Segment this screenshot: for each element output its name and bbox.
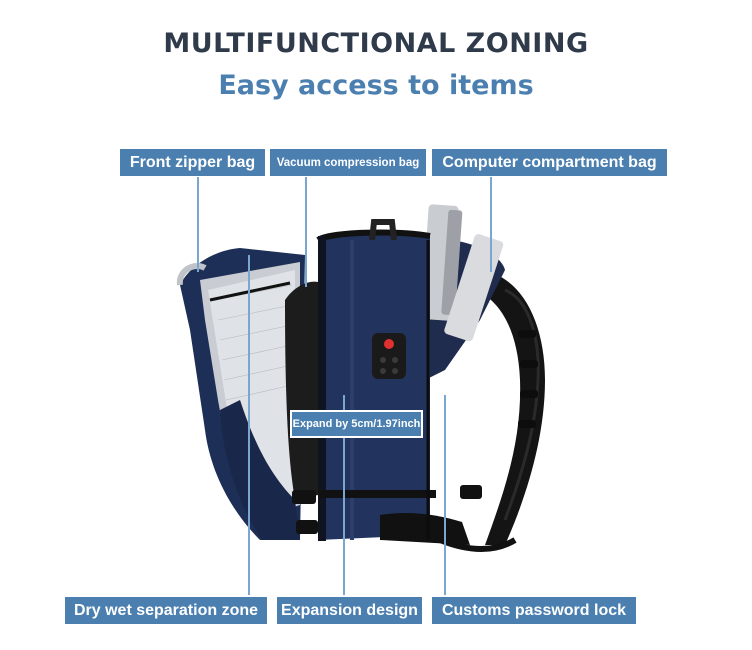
leader-line-expansion xyxy=(343,395,345,595)
top-handle xyxy=(369,219,397,241)
label-vacuum-compression-bag: Vacuum compression bag xyxy=(270,149,426,176)
label-expand-size: Expand by 5cm/1.97inch xyxy=(290,410,423,438)
main-body xyxy=(318,232,430,540)
label-expansion-design: Expansion design xyxy=(277,597,422,624)
page-title: MULTIFUNCTIONAL ZONING xyxy=(163,28,589,59)
shoulder-strap xyxy=(475,270,545,545)
leader-line-customs xyxy=(444,395,446,595)
leader-line-front-zipper xyxy=(197,177,199,272)
laptop xyxy=(421,204,504,342)
label-dry-wet-separation-zone: Dry wet separation zone xyxy=(65,597,267,624)
leader-line-dry-wet xyxy=(248,255,250,595)
label-front-zipper-bag: Front zipper bag xyxy=(120,149,265,176)
vacuum-compression-panel xyxy=(285,281,318,500)
label-customs-password-lock: Customs password lock xyxy=(432,597,636,624)
password-lock xyxy=(372,333,406,379)
leader-line-computer xyxy=(490,177,492,272)
page-subtitle: Easy access to items xyxy=(218,70,534,101)
label-computer-compartment-bag: Computer compartment bag xyxy=(432,149,667,176)
leader-line-vacuum xyxy=(305,177,307,287)
